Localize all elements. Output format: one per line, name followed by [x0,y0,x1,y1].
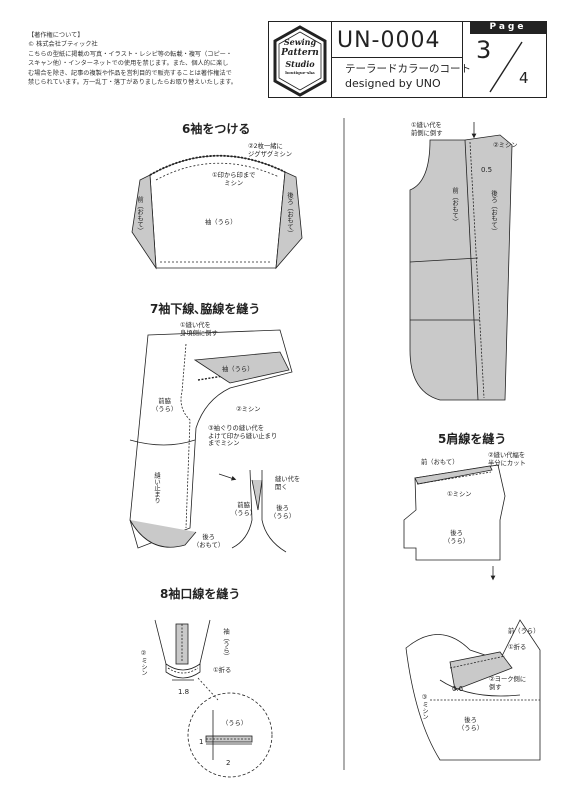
label-sleeve: 袖（うら） [222,628,229,660]
designer: designed by UNO [345,77,441,90]
label-mishin: ②ミシン [493,142,518,149]
step-title: 5肩線を縫う [438,432,507,446]
label-stop: 縫い止まり [153,472,160,504]
label-fold: ①折る [508,644,527,651]
label-fold-front: ①縫い代を 前側に倒す [411,122,443,137]
label-mishin: ①ミシン [447,491,472,498]
dimension: 0.6 [452,685,464,693]
label-mishin: ②ミシン [140,650,147,676]
label-sleeve: 袖（うら） [205,219,237,226]
label-mishin: ①印から印まで ミシン [212,172,256,187]
label-seam-allowance: ①縫い代を 身頃側に倒す [180,322,218,337]
label-ura: （うら） [222,720,248,727]
dimension: 0.5 [481,166,493,174]
label-zigzag: ②2枚一緒に ジグザグミシン [248,143,293,158]
copyright-line: © 株式会社ブティック社 [28,41,98,49]
label-back: 後ろ （おもて） [193,534,225,549]
label-open: 縫い代を 開く [275,476,301,491]
copyright-line: こちらの型紙に掲載の写真・イラスト・レシピ等の転載・複写（コピー・ [28,50,233,58]
label-front-side: 前脇 （うら） [152,398,178,413]
copyright-line: 【著作権について】 [28,32,84,39]
label-back: 後ろ（おもて） [286,192,293,237]
label-back-2: 後ろ （うら） [458,717,484,732]
label-front: 前（おもて） [421,459,459,466]
label-mishin: ②ミシン [236,406,261,413]
logo-line: Pattern [281,48,319,58]
step-title: 8袖口線を縫う [160,587,241,601]
label-back: 後ろ（おもて） [490,190,497,235]
label-armhole: ③袖ぐりの縫い代を よけて印から縫い止まり までミシン [208,425,278,447]
page-total: 4 [519,69,529,87]
label-back: 後ろ （うら） [444,530,470,545]
logo: Sewing Pattern Studio boutique-sha [275,37,325,76]
page-number: 3 [476,36,492,64]
logo-line: Sewing [283,37,317,47]
label-back-2: 後ろ （うら） [270,505,296,520]
pattern-title: テーラードカラーのコート [345,63,471,75]
label-front-side-2: 前脇 （うら） [231,502,257,517]
logo-subtext: boutique-sha [285,70,315,75]
label-mishin: ③ミシン [421,694,428,720]
step-title: 6袖をつける [182,122,251,136]
copyright-line: 禁じられています。万一乱丁・落丁がありましたらお取り替えいたします。 [28,79,237,87]
label-sleeve: 袖（うら） [222,366,254,373]
label-cut: ②縫い代幅を 半分にカット [488,452,526,467]
label-yoke: ②ヨーク側に 倒す [489,676,527,691]
logo-shape [273,25,327,97]
label-front: 前（おもて） [136,196,143,234]
dimension: 1 [199,738,204,746]
logo-line: Studio [285,59,315,69]
label-front: 前（おもて） [451,187,458,225]
page-label: Page [470,21,546,34]
pattern-code: UN-0004 [337,28,441,53]
dimension: 2 [226,759,231,767]
dimension: 1.8 [178,688,190,696]
copyright-line: スキャン他）・インターネットでの使用を禁じます。また、個人的に楽し [28,60,229,68]
copyright-line: む場合を除き、記事の複製や作品を営利目的で販売することは著作権法で [28,69,232,77]
label-front-ura: 前（うら） [508,628,540,635]
label-fold: ①折る [213,667,232,674]
step-title: 7袖下線､脇線を縫う [150,302,261,316]
copyright-notice: 【著作権について】 © 株式会社ブティック社 こちらの型紙に掲載の写真・イラスト… [28,31,273,87]
